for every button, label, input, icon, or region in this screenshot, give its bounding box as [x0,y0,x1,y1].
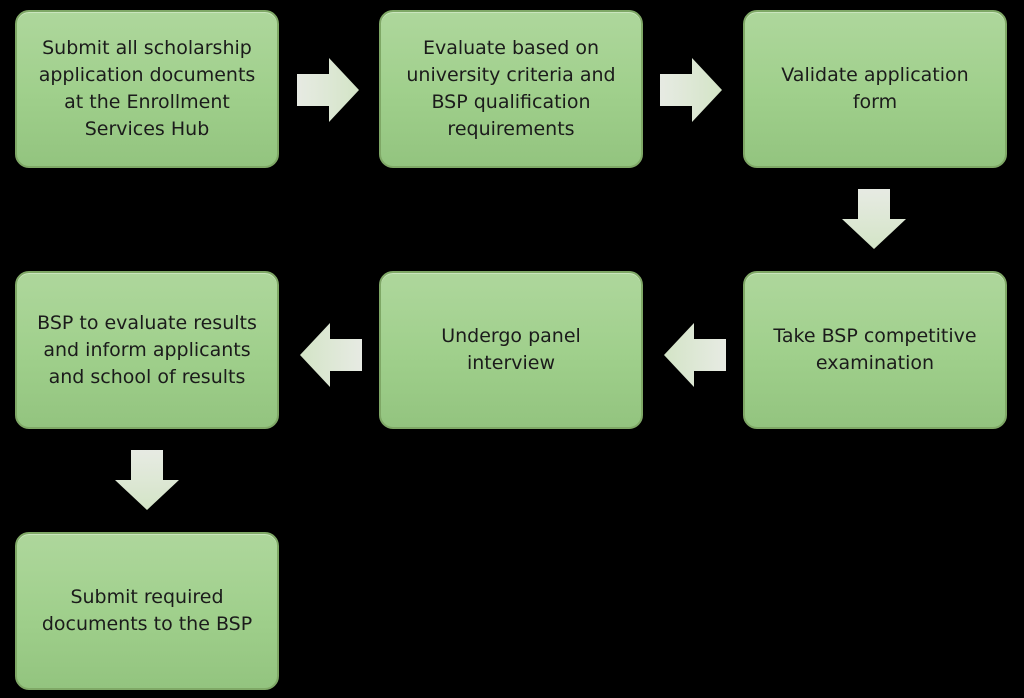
arrow-right-icon [660,58,722,122]
step-4-label: Take BSP competitive examination [773,325,977,374]
arrow-left-icon [300,323,362,387]
arrow-down-icon [842,189,906,249]
step-6-box: BSP to evaluate results and inform appli… [15,271,279,429]
step-7-label: Submit required documents to the BSP [41,586,253,635]
step-6-label: BSP to evaluate results and inform appli… [37,311,257,388]
step-1-label: Submit all scholarship application docum… [38,37,256,140]
step-4-box: Take BSP competitive examination [743,271,1007,429]
step-2-label: Evaluate based on university criteria an… [406,37,616,140]
arrow-right-icon [297,58,359,122]
arrow-down-icon [115,450,179,510]
step-5-box: Undergo panel interview [379,271,643,429]
step-5-label: Undergo panel interview [441,325,581,374]
step-2-box: Evaluate based on university criteria an… [379,10,643,168]
step-3-label: Validate application form [781,64,969,113]
step-3-box: Validate application form [743,10,1007,168]
step-1-box: Submit all scholarship application docum… [15,10,279,168]
arrow-left-icon [664,323,726,387]
step-7-box: Submit required documents to the BSP [15,532,279,690]
